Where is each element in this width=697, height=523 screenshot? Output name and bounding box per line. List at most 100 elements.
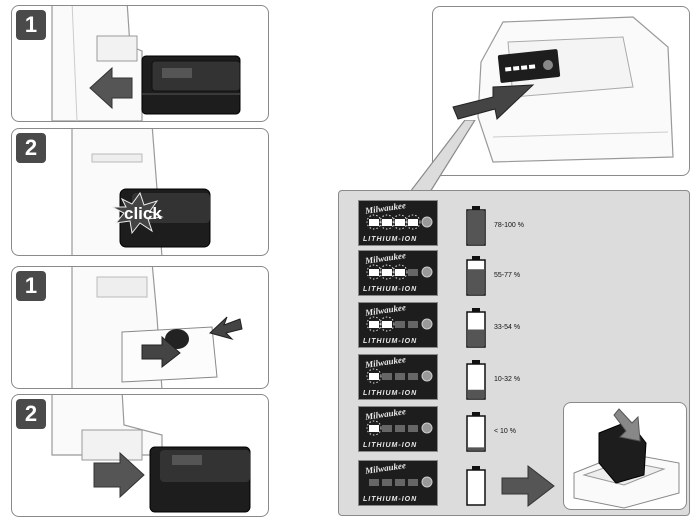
segment-glow [392, 214, 408, 230]
level-label: 33-54 % [494, 324, 521, 331]
fuel-segment [382, 321, 392, 328]
fuel-level-row: Milwaukee LITHIUM-ION 33-54 % [358, 302, 520, 348]
fuel-segments [366, 420, 433, 436]
battery-cap [472, 360, 480, 364]
fuel-gauge-card: Milwaukee LITHIUM-ION [358, 354, 438, 400]
level-label: 78-100 % [494, 222, 524, 229]
fuel-segment [408, 425, 418, 432]
gauge-button [421, 216, 433, 228]
battery-closeup-illustration [452, 16, 674, 163]
fuel-segment [408, 269, 418, 276]
fuel-gauge-card: Milwaukee LITHIUM-ION [358, 406, 438, 452]
fuel-level-row: Milwaukee LITHIUM-ION 78-100 % [358, 200, 524, 246]
segment-glow [392, 264, 408, 280]
battery-level-icon [466, 412, 486, 452]
gauge-button [421, 476, 433, 488]
install-step-1-panel: 1 [11, 5, 269, 122]
card-tech: LITHIUM-ION [363, 338, 418, 345]
segment-glow [379, 316, 395, 332]
battery-level-icon [466, 206, 486, 246]
battery-body [466, 469, 486, 506]
fuel-segment [369, 321, 379, 328]
card-tech: LITHIUM-ION [363, 442, 418, 449]
remove-step-2-panel: 2 [11, 394, 269, 517]
fuel-level-row: Milwaukee LITHIUM-ION [358, 460, 508, 506]
fuel-segment [382, 269, 392, 276]
fuel-segment [382, 373, 392, 380]
fuel-segments [366, 316, 433, 332]
battery-cap [472, 308, 480, 312]
install-slide-illustration [51, 6, 241, 121]
gauge-button [421, 422, 433, 434]
remove-press-illustration [71, 267, 243, 388]
gauge-button [421, 318, 433, 330]
gauge-button [421, 266, 433, 278]
battery-level-icon [466, 308, 486, 348]
battery-cap [472, 256, 480, 260]
fuel-segments [369, 476, 433, 488]
fuel-gauge-card: Milwaukee LITHIUM-ION [358, 302, 438, 348]
gauge-button [421, 370, 433, 382]
fuel-segment [382, 479, 392, 486]
battery-fill [468, 447, 484, 450]
fuel-segment [395, 321, 405, 328]
charger-panel [563, 402, 687, 510]
remove-step-1-panel: 1 [11, 266, 269, 389]
fuel-segment [369, 269, 379, 276]
fuel-segment [369, 425, 379, 432]
battery-level-icon [466, 466, 486, 506]
battery-fill [468, 269, 484, 294]
segment-glow [379, 214, 395, 230]
install-step-2-panel: 2 click [11, 128, 269, 256]
remove-slide-illustration [51, 395, 251, 513]
level-label: 55-77 % [494, 272, 521, 279]
level-label: < 10 % [494, 428, 516, 435]
battery-level-icon [466, 256, 486, 296]
battery-level-icon [466, 360, 486, 400]
fuel-level-row: Milwaukee LITHIUM-ION < 10 % [358, 406, 516, 452]
step-number-badge: 1 [16, 10, 46, 40]
card-tech: LITHIUM-ION [363, 390, 418, 397]
battery-cap [472, 206, 480, 210]
fuel-segments [366, 264, 433, 280]
fuel-gauge-card: Milwaukee LITHIUM-ION [358, 250, 438, 296]
callout-connector [408, 120, 476, 193]
segment-glow [366, 420, 382, 436]
card-tech: LITHIUM-ION [363, 496, 418, 503]
fuel-segment [395, 269, 405, 276]
step-number-badge: 2 [16, 133, 46, 163]
battery-gauge-closeup-panel [432, 6, 690, 176]
segment-glow [366, 264, 382, 280]
fuel-level-row: Milwaukee LITHIUM-ION 55-77 % [358, 250, 520, 296]
segment-glow [366, 316, 382, 332]
card-tech: LITHIUM-ION [363, 286, 418, 293]
fuel-level-row: Milwaukee LITHIUM-ION 10-32 % [358, 354, 520, 400]
fuel-gauge-card: Milwaukee LITHIUM-ION [358, 460, 438, 506]
fuel-segment [395, 479, 405, 486]
fuel-segment [395, 373, 405, 380]
battery-cap [472, 466, 480, 470]
fuel-segment [369, 479, 379, 486]
install-click-illustration: click [71, 129, 211, 255]
battery-fill [468, 389, 484, 398]
segment-glow [379, 264, 395, 280]
fuel-segment [408, 373, 418, 380]
fuel-segment [408, 321, 418, 328]
fuel-segment [369, 219, 379, 226]
fuel-segment [382, 425, 392, 432]
segment-glow [405, 214, 421, 230]
fuel-segment [408, 219, 418, 226]
battery-body [466, 415, 486, 452]
level-label: 10-32 % [494, 376, 521, 383]
fuel-segment [395, 425, 405, 432]
fuel-segments [366, 368, 433, 384]
segment-glow [366, 214, 382, 230]
fuel-segment [382, 219, 392, 226]
arrow-right-icon [501, 464, 555, 508]
card-tech: LITHIUM-ION [363, 236, 418, 243]
fuel-segments [366, 214, 433, 230]
charger-illustration [573, 408, 680, 509]
battery-fill [468, 329, 484, 346]
click-label: click [124, 204, 162, 223]
step-number-badge: 1 [16, 271, 46, 301]
